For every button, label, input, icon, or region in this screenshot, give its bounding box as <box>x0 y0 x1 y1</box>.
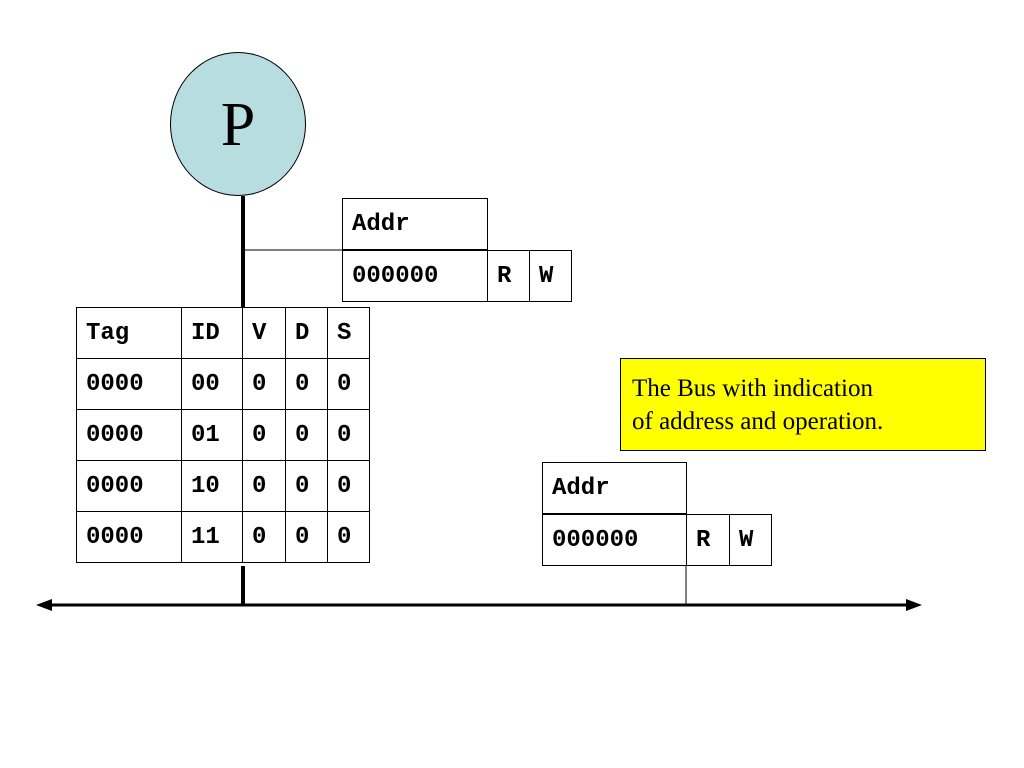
cache-cell: 0 <box>242 409 286 461</box>
bus-addr-label: Addr <box>552 474 610 502</box>
cache-cell: 0 <box>285 358 328 410</box>
cache-cell: 0 <box>327 409 370 461</box>
cache-cell: 11 <box>181 511 243 563</box>
cache-cell: 01 <box>181 409 243 461</box>
top-address-value: 000000 <box>342 250 488 302</box>
cache-header-shared: S <box>327 307 370 359</box>
table-row: 0000 11 0 0 0 <box>76 511 370 563</box>
cache-cell: 0000 <box>76 460 182 512</box>
cache-header-id: ID <box>181 307 243 359</box>
top-write-flag: W <box>529 250 572 302</box>
cache-header-tag: Tag <box>76 307 182 359</box>
cache-table: Tag ID V D S 0000 00 0 0 0 0000 01 0 0 0… <box>76 307 370 563</box>
cache-cell: 00 <box>181 358 243 410</box>
cache-cell: 0 <box>242 358 286 410</box>
top-write-text: W <box>539 262 554 290</box>
bus-address-text: 000000 <box>552 526 639 554</box>
cache-cell: 0000 <box>76 409 182 461</box>
cache-cell: 0 <box>285 460 328 512</box>
table-row: 0000 01 0 0 0 <box>76 409 370 461</box>
bus-arrow-right <box>906 599 922 611</box>
cache-cell: 0 <box>285 409 328 461</box>
note-line-1: The Bus with indication <box>632 375 873 402</box>
bus-note-callout: The Bus with indication of address and o… <box>620 358 986 451</box>
top-addr-header: Addr <box>342 198 488 250</box>
table-row: 0000 10 0 0 0 <box>76 460 370 512</box>
bus-write-text: W <box>739 526 754 554</box>
cache-cell: 0 <box>327 511 370 563</box>
bus-read-text: R <box>696 526 711 554</box>
table-row: 0000 00 0 0 0 <box>76 358 370 410</box>
bus-write-flag: W <box>729 514 772 566</box>
cache-cell: 10 <box>181 460 243 512</box>
bus-address-value: 000000 <box>542 514 687 566</box>
top-read-flag: R <box>487 250 530 302</box>
cache-header-row: Tag ID V D S <box>76 307 370 359</box>
cache-cell: 0 <box>285 511 328 563</box>
cache-cell: 0 <box>327 358 370 410</box>
processor-node: P <box>170 52 306 196</box>
cache-header-valid: V <box>242 307 286 359</box>
processor-label: P <box>220 91 256 159</box>
bus-addr-header: Addr <box>542 462 687 514</box>
cache-cell: 0000 <box>76 511 182 563</box>
bus-read-flag: R <box>686 514 730 566</box>
cache-cell: 0 <box>327 460 370 512</box>
top-address-text: 000000 <box>352 262 439 290</box>
cache-cell: 0 <box>242 511 286 563</box>
top-addr-label: Addr <box>352 210 410 238</box>
cache-header-dirty: D <box>285 307 328 359</box>
cache-cell: 0 <box>242 460 286 512</box>
note-line-2: of address and operation. <box>632 408 884 435</box>
top-read-text: R <box>497 262 512 290</box>
cache-cell: 0000 <box>76 358 182 410</box>
bus-arrow-left <box>36 599 52 611</box>
